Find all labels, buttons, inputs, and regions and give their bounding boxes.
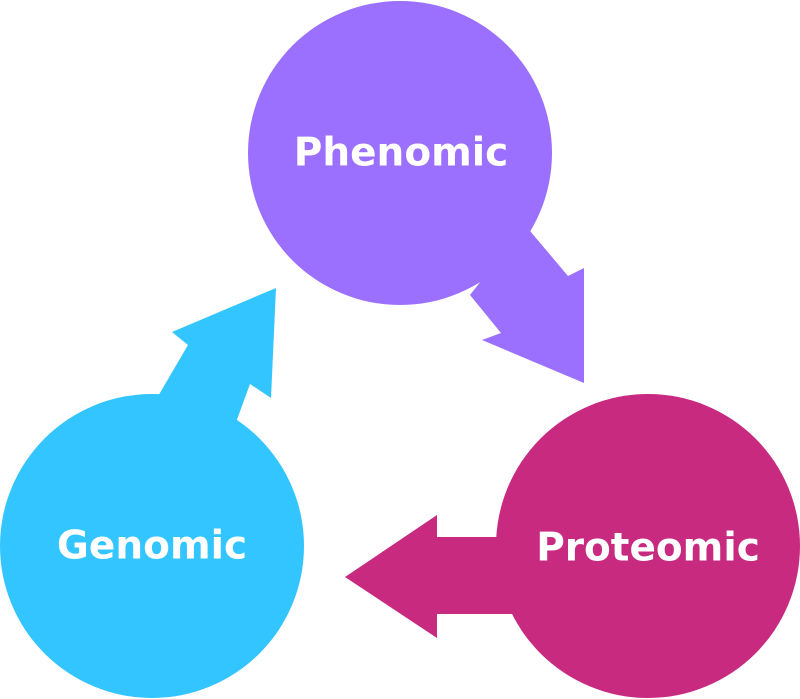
proteomic-arrow xyxy=(345,515,525,638)
genomic-label: Genomic xyxy=(57,524,247,569)
phenomic-label: Phenomic xyxy=(294,131,508,176)
genomic-arrow xyxy=(157,288,276,425)
proteomic-node: Proteomic xyxy=(345,394,800,698)
genomic-node: Genomic xyxy=(0,288,304,698)
phenomic-node: Phenomic xyxy=(248,1,584,383)
phenomic-circle xyxy=(248,1,552,305)
proteomic-circle xyxy=(496,394,800,698)
proteomic-label: Proteomic xyxy=(536,526,760,571)
genomic-circle xyxy=(0,394,304,698)
